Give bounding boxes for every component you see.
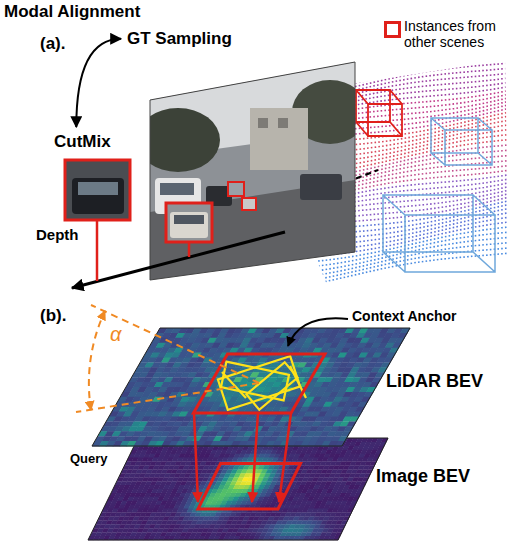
cutmix-crop [65, 160, 130, 220]
drawing-part [65, 160, 130, 220]
camera-image [136, 60, 368, 285]
image-frame [150, 62, 355, 280]
drawing-part [160, 183, 194, 195]
drawing-part [300, 174, 342, 200]
3d-boxes [356, 90, 495, 272]
red-cuboid [356, 90, 402, 136]
projection-line [300, 170, 378, 200]
drawing-part [228, 182, 244, 196]
image-bev-plane [88, 438, 388, 540]
drawing-part [258, 118, 268, 128]
blue-cuboid [431, 118, 492, 165]
lidar-bev-heatmap [92, 328, 411, 446]
drawing-part [242, 198, 256, 210]
crop-stem [96, 220, 99, 281]
drawing-part [65, 160, 130, 220]
blue-cuboid [383, 195, 495, 272]
drawing-part [278, 118, 288, 128]
image-bev-heatmap [88, 438, 389, 540]
drawing-part [250, 108, 308, 170]
drawing-part [136, 108, 220, 172]
drawing-part [78, 182, 118, 195]
drawing-part [166, 203, 212, 242]
drawing-part [174, 215, 204, 224]
drawing-part [166, 203, 212, 242]
drawing-part [72, 178, 124, 214]
drawing-part [170, 212, 208, 238]
cutmix-crop [166, 203, 212, 242]
crop-stem [188, 242, 191, 257]
